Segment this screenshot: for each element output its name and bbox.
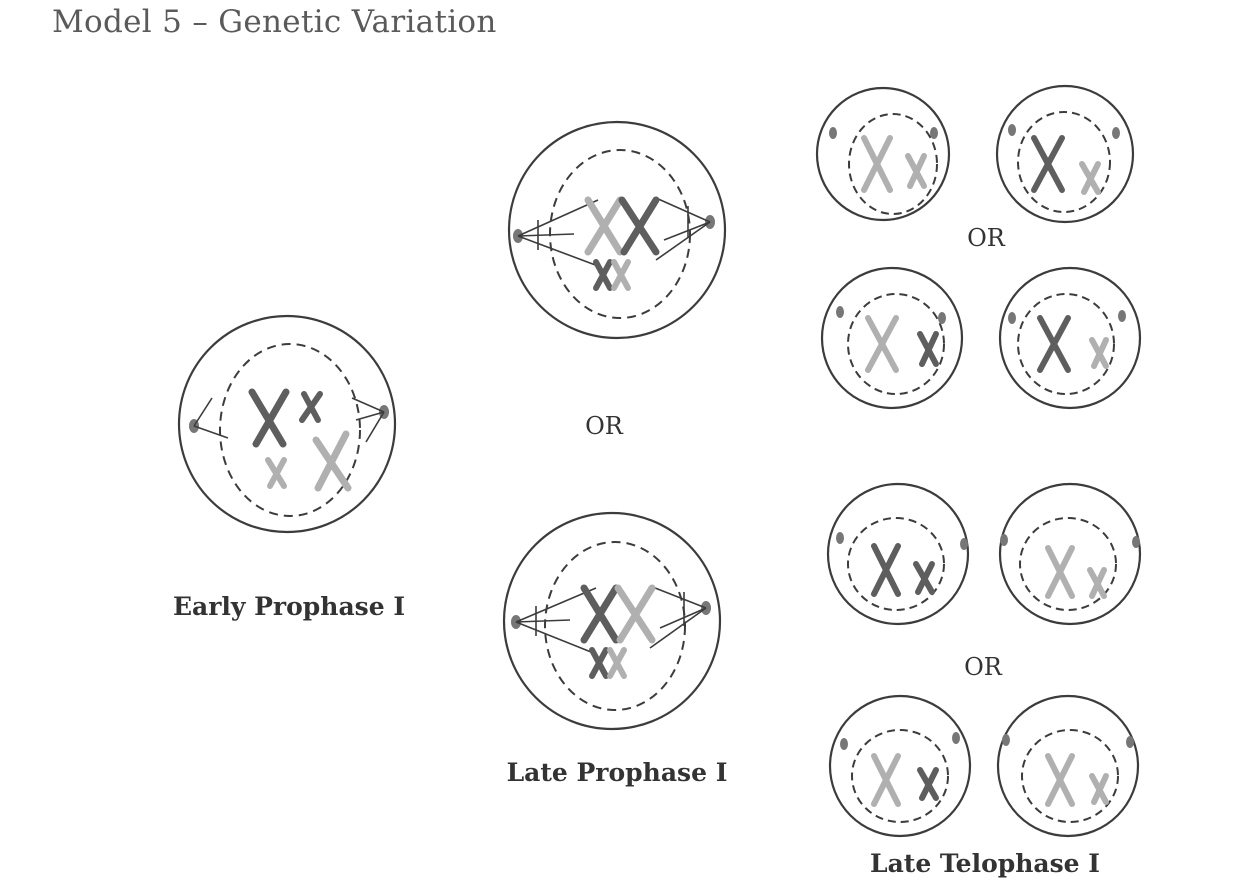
early-prophase-label: Early Prophase I — [173, 592, 405, 621]
telophase-cell — [815, 86, 951, 222]
or-label-bottom-right: OR — [964, 653, 1003, 681]
or-label-top-right: OR — [967, 224, 1006, 252]
chromosome-small-light — [265, 457, 287, 489]
telophase-cell — [828, 694, 972, 838]
early-prophase-cell — [177, 314, 397, 534]
tetrad-small — [589, 647, 627, 679]
telophase-cell — [826, 482, 970, 626]
chromosome-large-light — [312, 430, 352, 492]
telophase-cell — [998, 482, 1142, 626]
telophase-cell — [998, 266, 1142, 410]
chromosome-small-dark — [299, 391, 323, 423]
or-label-middle: OR — [585, 412, 624, 440]
late-prophase-cell-bottom — [502, 511, 722, 731]
tetrad-large — [584, 196, 660, 256]
centrosome-left — [189, 397, 229, 439]
telophase-cell — [996, 694, 1140, 838]
telophase-cell — [995, 84, 1135, 224]
spindle-fibers — [515, 585, 707, 655]
spindle-fibers — [517, 197, 711, 267]
late-telophase-label: Late Telophase I — [870, 849, 1100, 878]
tetrad-large — [580, 584, 656, 644]
page-title: Model 5 – Genetic Variation — [52, 4, 497, 40]
chromosome-large-dark — [248, 388, 290, 448]
late-prophase-cell-top — [507, 120, 727, 340]
centrosome-right — [351, 397, 389, 443]
tetrad-small — [593, 259, 631, 291]
late-prophase-label: Late Prophase I — [507, 758, 728, 787]
telophase-cell — [820, 266, 964, 410]
